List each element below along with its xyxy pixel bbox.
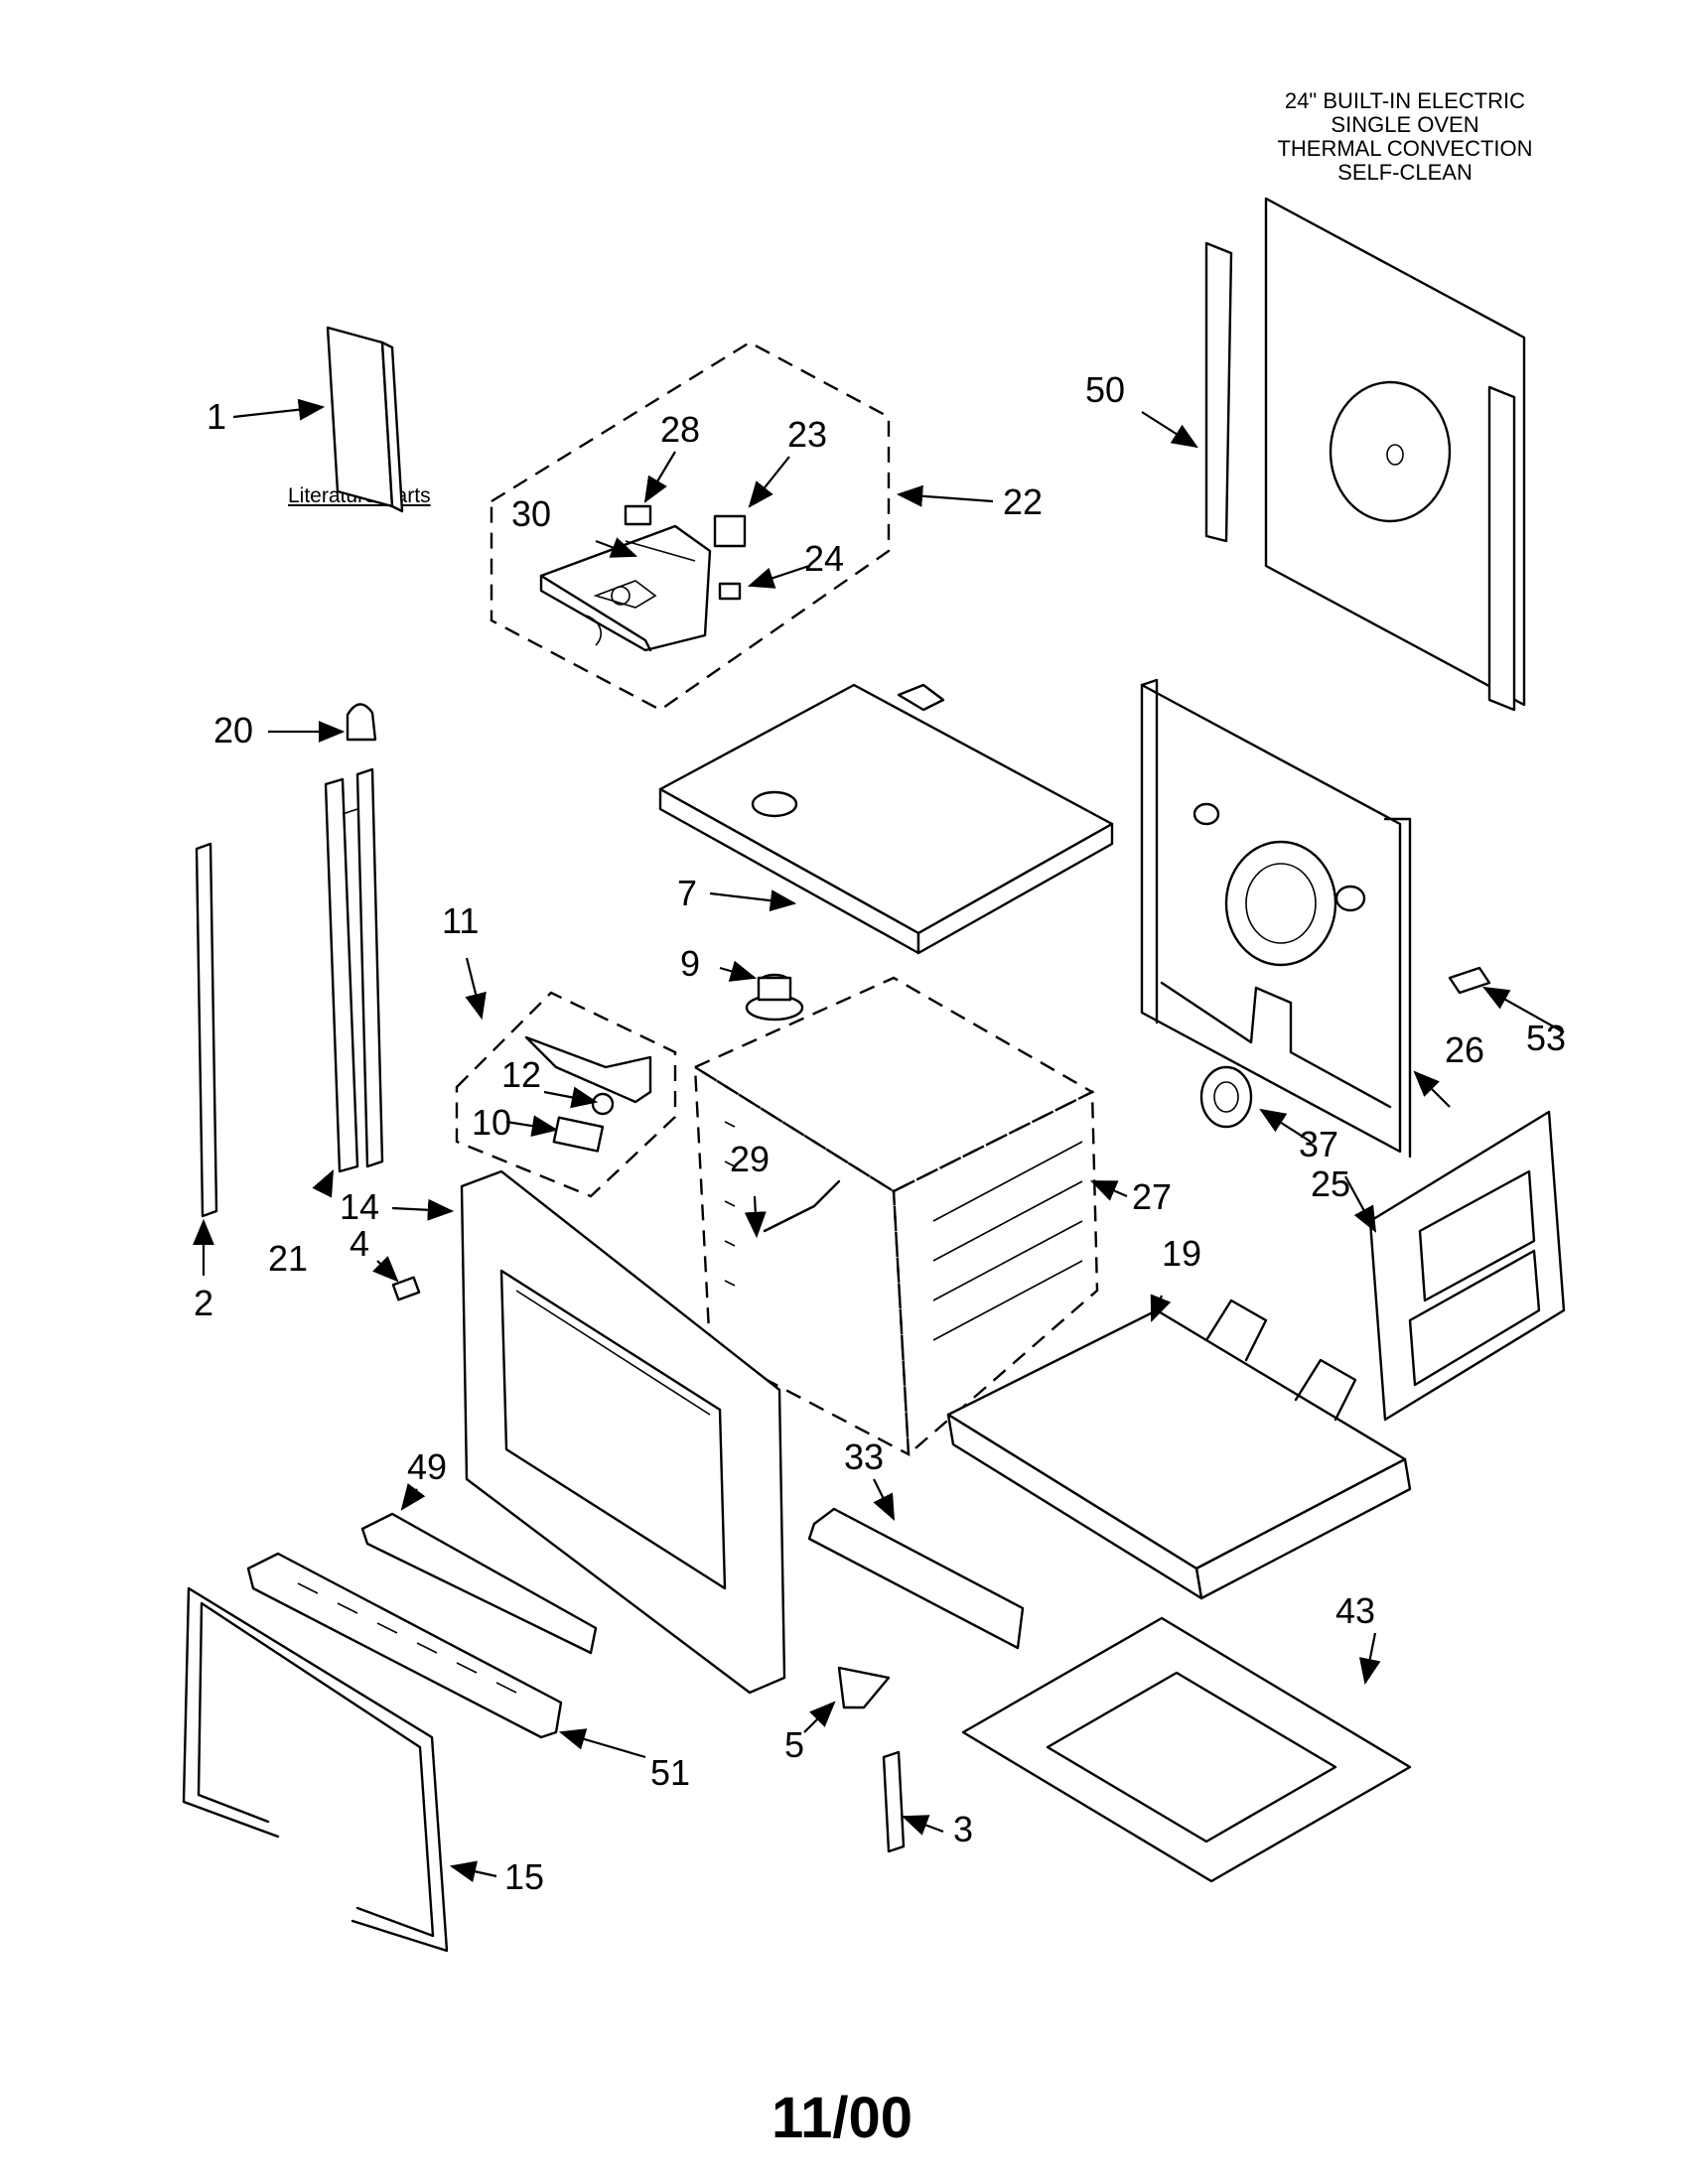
callout-28: 28 — [660, 409, 700, 450]
leader-arrows — [193, 398, 1565, 1882]
part-37-gasket — [1199, 1065, 1253, 1129]
part-53-bracket — [1448, 966, 1491, 995]
part-15-door-gasket — [182, 1586, 449, 1953]
part-20-clip — [346, 703, 377, 742]
title-line-1: 24" BUILT-IN ELECTRIC — [1284, 88, 1526, 113]
callout-3: 3 — [953, 1809, 973, 1849]
callout-25: 25 — [1311, 1163, 1350, 1204]
callout-29: 29 — [730, 1139, 770, 1179]
callout-12: 12 — [501, 1054, 541, 1095]
part-29-sensor — [763, 1179, 841, 1233]
callout-7: 7 — [677, 873, 697, 913]
callout-23: 23 — [787, 414, 827, 455]
callout-numbers: 1 2 3 4 5 7 9 10 11 12 14 15 19 20 21 22… — [194, 369, 1566, 1897]
title-line-2: SINGLE OVEN — [1331, 112, 1479, 137]
part-33-bracket — [807, 1507, 1025, 1650]
title-line-3: THERMAL CONVECTION — [1277, 136, 1533, 161]
callout-43: 43 — [1335, 1590, 1375, 1631]
part-22-control-group — [490, 341, 891, 712]
part-1-literature-booklet — [326, 326, 404, 513]
callout-33: 33 — [844, 1436, 884, 1477]
callout-10: 10 — [472, 1102, 511, 1143]
part-9-fan-motor — [745, 973, 804, 1022]
callout-4: 4 — [350, 1223, 369, 1264]
callout-9: 9 — [680, 943, 700, 984]
callout-37: 37 — [1299, 1124, 1338, 1164]
callout-1: 1 — [207, 396, 226, 437]
diagram-title: 24" BUILT-IN ELECTRIC SINGLE OVEN THERMA… — [1211, 89, 1599, 185]
part-2-vertical-trim — [195, 842, 218, 1218]
part-51-vent-trim — [246, 1552, 563, 1739]
callout-30: 30 — [511, 493, 551, 534]
part-49-trim — [360, 1512, 598, 1655]
callout-26: 26 — [1445, 1029, 1484, 1070]
part-27-oven-cavity — [692, 976, 1099, 1457]
part-21-side-rail — [324, 767, 384, 1173]
callout-11: 11 — [442, 900, 479, 941]
part-4-screw — [391, 1276, 421, 1301]
callout-21: 21 — [268, 1238, 308, 1279]
callout-27: 27 — [1132, 1176, 1172, 1217]
part-25-side-panel — [1368, 1110, 1566, 1422]
callout-5: 5 — [784, 1724, 804, 1765]
callout-49: 49 — [407, 1446, 447, 1487]
footer-date: 11/00 — [772, 2086, 912, 2150]
callout-22: 22 — [1003, 481, 1043, 522]
part-50-rear-panel — [1204, 197, 1526, 712]
part-14-front-frame — [460, 1169, 786, 1695]
part-5-bracket — [837, 1666, 891, 1709]
callout-20: 20 — [213, 710, 253, 751]
callout-15: 15 — [504, 1856, 544, 1897]
callout-24: 24 — [804, 538, 844, 579]
callout-51: 51 — [650, 1752, 690, 1793]
part-19-bottom-panel — [946, 1298, 1412, 1600]
part-43-bottom-tray — [961, 1616, 1412, 1883]
part-3-bracket — [882, 1750, 906, 1853]
callout-14: 14 — [340, 1186, 379, 1227]
callout-19: 19 — [1162, 1233, 1201, 1274]
callout-53: 53 — [1526, 1018, 1566, 1058]
part-26-side-assembly — [1140, 678, 1412, 1159]
title-line-4: SELF-CLEAN — [1337, 160, 1473, 185]
callout-50: 50 — [1085, 369, 1125, 410]
callout-2: 2 — [194, 1283, 213, 1323]
part-7-top-panel — [658, 683, 1114, 955]
part-11-light-group — [455, 991, 677, 1198]
